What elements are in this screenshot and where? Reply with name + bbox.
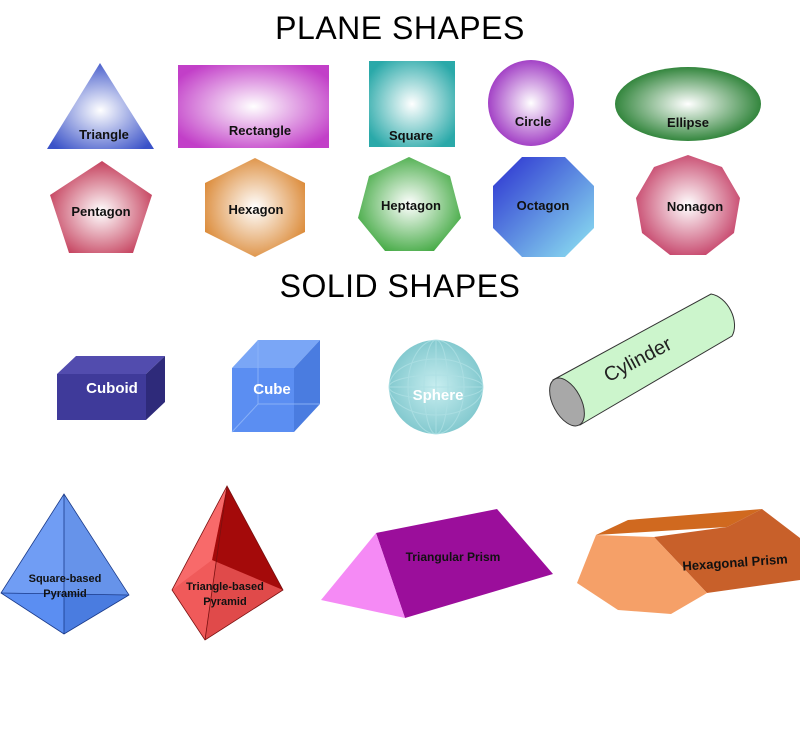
- triangle-based-pyramid-label-line1: Triangle-based: [186, 581, 264, 593]
- hexagonal-prism-shape: Hexagonal Prism: [577, 509, 800, 614]
- ellipse-shape: Ellipse: [615, 67, 761, 141]
- pentagon-label: Pentagon: [71, 204, 130, 219]
- solid-shapes-heading: SOLID SHAPES: [279, 268, 521, 304]
- triangle-label: Triangle: [79, 127, 129, 142]
- square-label: Square: [389, 128, 433, 143]
- square-based-pyramid-shape: Square-based Pyramid: [0, 493, 130, 635]
- heptagon-shape: Heptagon: [358, 157, 461, 251]
- octagon-shape: Octagon: [493, 157, 594, 257]
- ellipse-label: Ellipse: [667, 115, 709, 130]
- square-based-pyramid-label-line2: Pyramid: [43, 588, 86, 600]
- cylinder-shape: Cylinder: [549, 293, 736, 427]
- triangle-shape: Triangle: [47, 63, 154, 149]
- triangular-prism-label: Triangular Prism: [406, 550, 501, 564]
- cuboid-shape: Cuboid: [57, 356, 165, 420]
- triangular-prism-shape: Triangular Prism: [321, 509, 553, 618]
- sphere-label: Sphere: [413, 387, 464, 404]
- hexagonal-prism-label: Hexagonal Prism: [682, 551, 788, 573]
- nonagon-label: Nonagon: [667, 199, 723, 214]
- triangle-based-pyramid-label-line2: Pyramid: [203, 596, 246, 608]
- hexagon-shape: Hexagon: [205, 158, 305, 257]
- rectangle-shape: Rectangle: [178, 65, 329, 148]
- circle-shape: Circle: [488, 60, 574, 146]
- plane-shapes-heading: PLANE SHAPES: [275, 10, 525, 46]
- pentagon-shape: Pentagon: [50, 161, 152, 253]
- cube-label: Cube: [253, 381, 291, 398]
- triangle-based-pyramid-shape: Triangle-based Pyramid: [171, 485, 284, 641]
- nonagon-shape: Nonagon: [636, 155, 740, 255]
- octagon-label: Octagon: [517, 198, 570, 213]
- square-shape: Square: [369, 61, 455, 147]
- heptagon-label: Heptagon: [381, 198, 441, 213]
- rectangle-label: Rectangle: [229, 123, 291, 138]
- hexagon-label: Hexagon: [229, 202, 284, 217]
- cube-shape: Cube: [231, 340, 320, 433]
- sphere-shape: Sphere: [388, 339, 484, 435]
- cuboid-label: Cuboid: [86, 380, 138, 397]
- circle-label: Circle: [515, 114, 551, 129]
- square-based-pyramid-label-line1: Square-based: [29, 573, 102, 585]
